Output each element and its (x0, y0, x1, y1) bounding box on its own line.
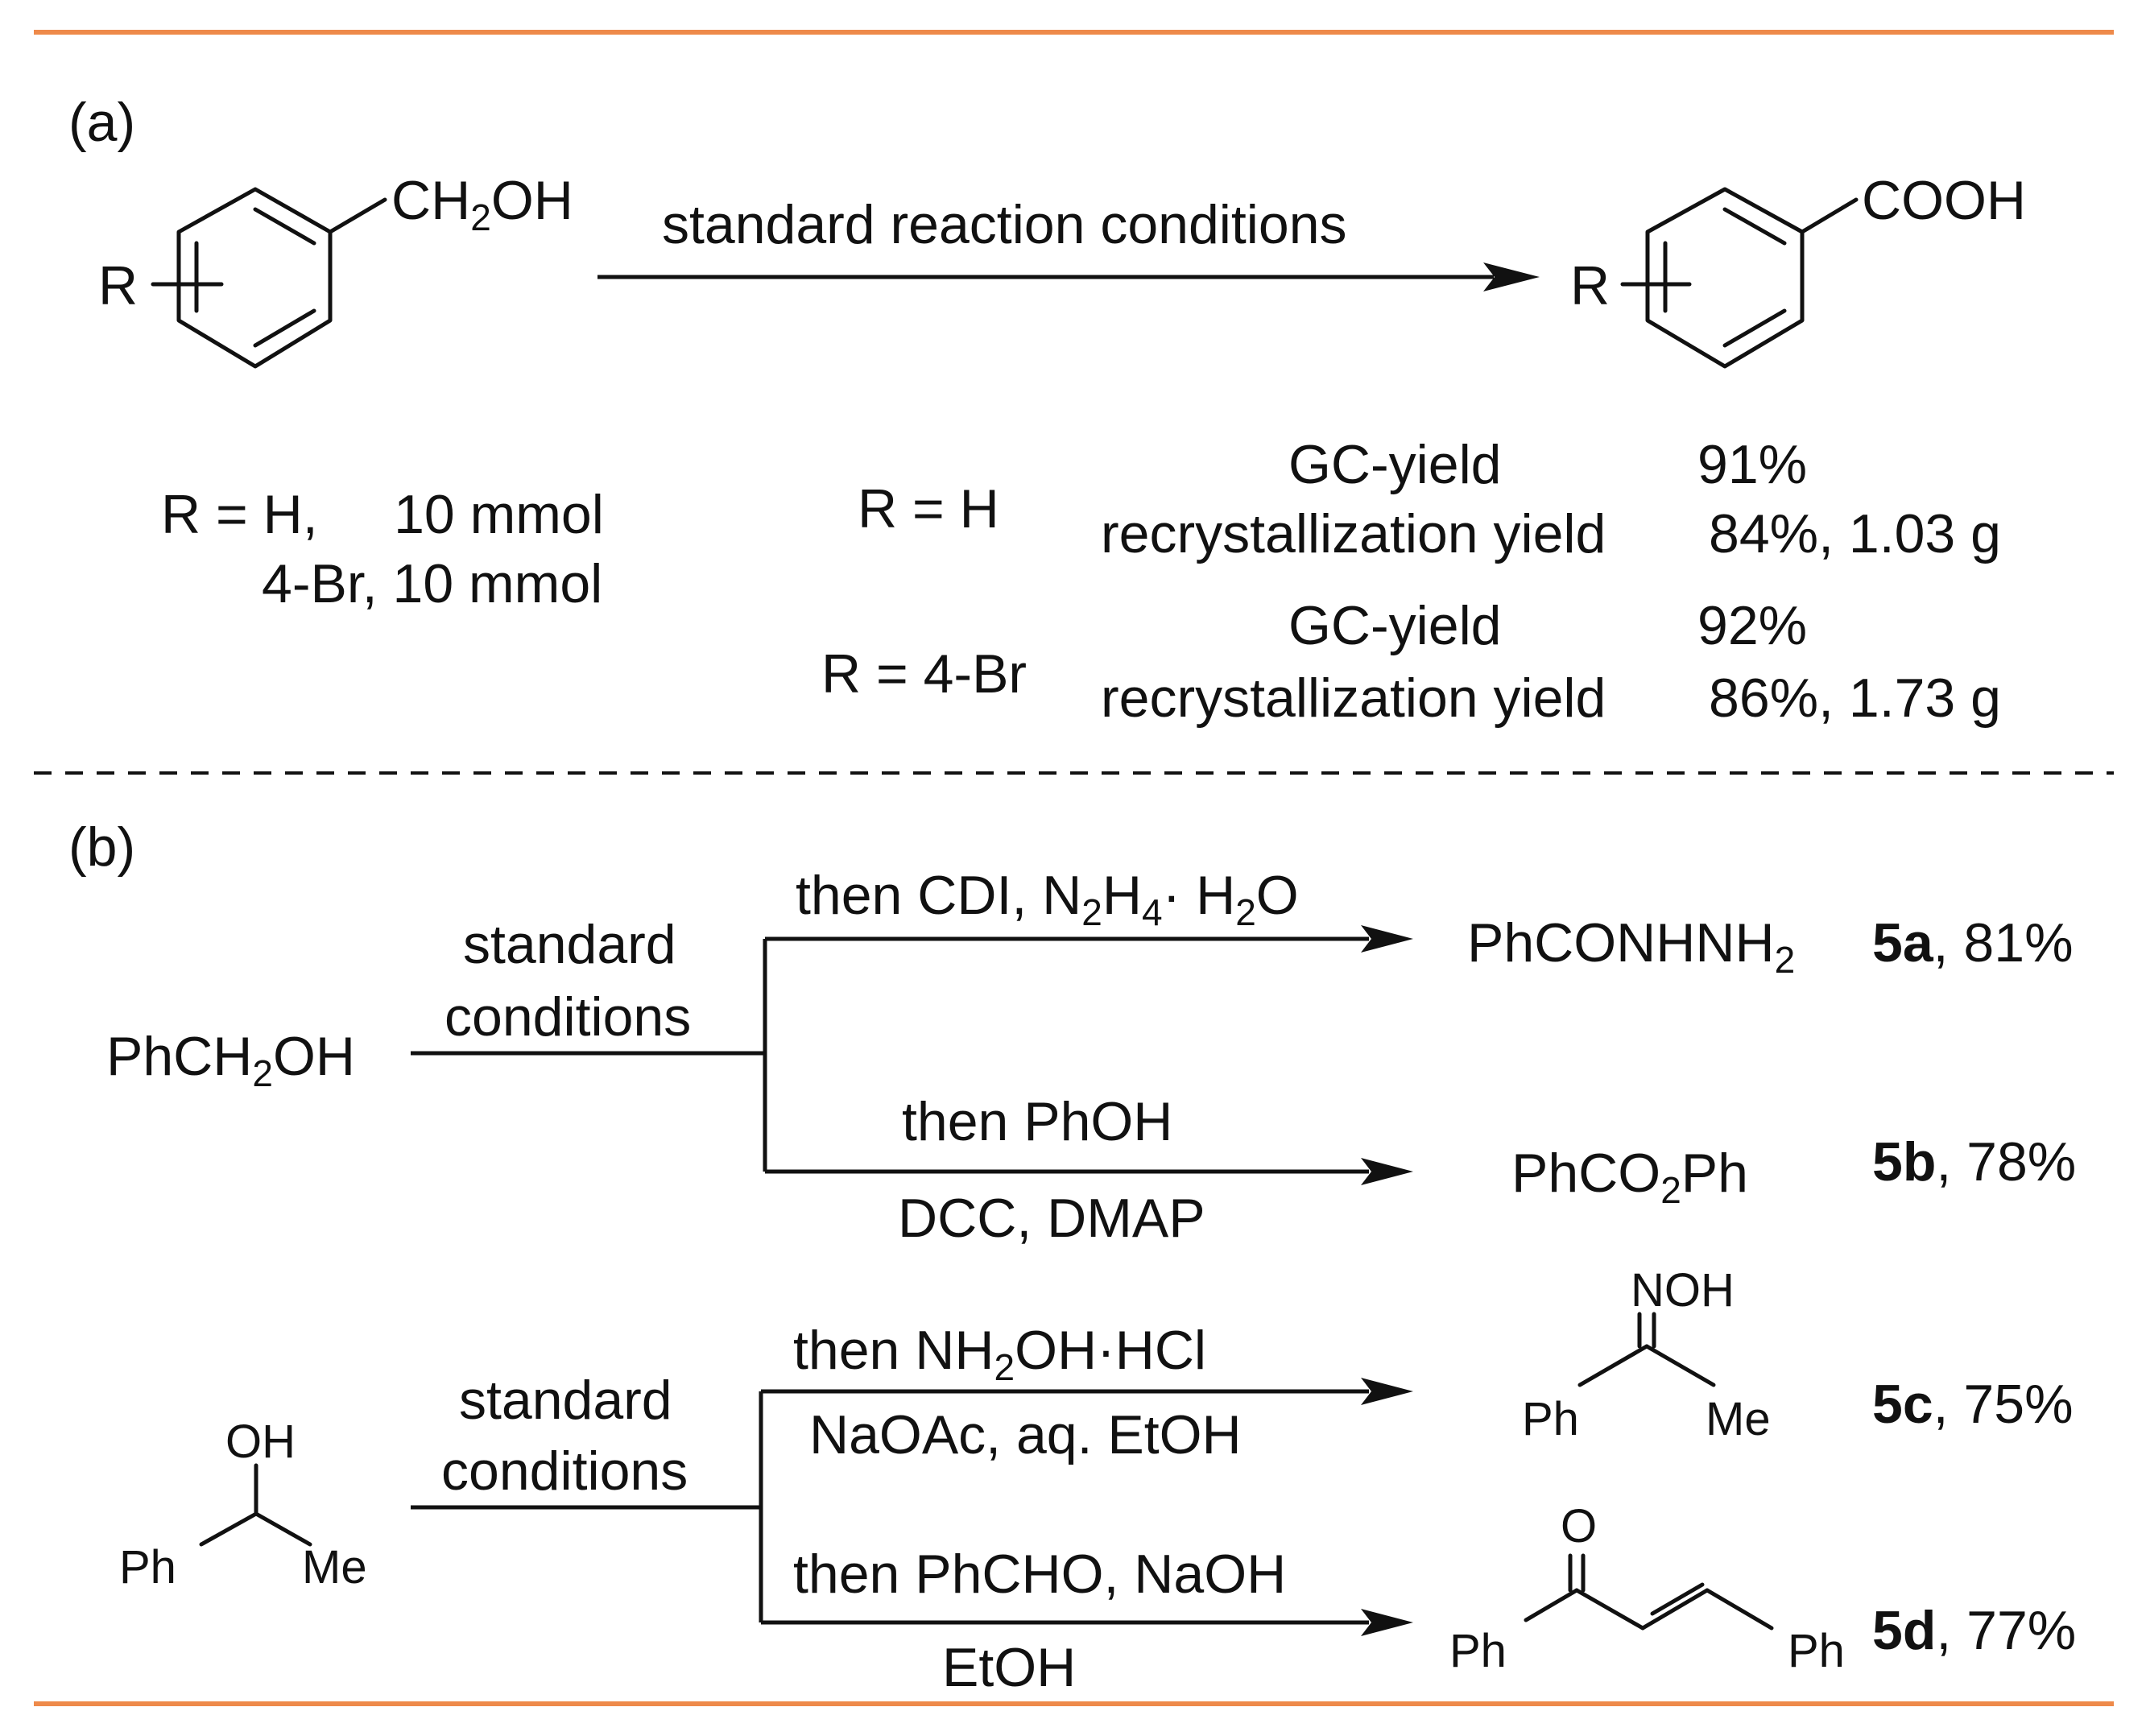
product-5d-ph-right: Ph (1788, 1625, 1845, 1677)
conditions-upper-line1: standard (463, 914, 676, 975)
arrow-head-5a (1361, 925, 1413, 953)
gc-yield-label-1: GC-yield (1288, 434, 1502, 495)
reagents-5d-below: EtOH (942, 1637, 1076, 1698)
conditions-upper-line2: conditions (444, 986, 691, 1048)
reactant-r-label: R (98, 255, 138, 316)
substrate2-oh: OH (225, 1416, 296, 1468)
recryst-value-1: 84%, 1.03 g (1709, 503, 2001, 564)
product-5d-ph-left: Ph (1449, 1625, 1507, 1677)
compound-5c: 5c, 75% (1872, 1374, 2074, 1435)
product-5b: PhCO2Ph (1511, 1143, 1748, 1211)
chalcone-product-structure (1524, 1553, 1774, 1631)
reactant-benzene-ring (151, 187, 387, 369)
product-5a: PhCONHNH2 (1467, 912, 1795, 981)
substrate-1-phenylethanol (199, 1463, 312, 1547)
reagents-5b-below: DCC, DMAP (898, 1188, 1205, 1249)
compound-5b: 5b, 78% (1872, 1131, 2076, 1192)
reagents-5d-above: then PhCHO, NaOH (793, 1544, 1286, 1605)
reagents-5c-below: NaOAc, aq. EtOH (809, 1404, 1242, 1465)
recryst-label-2: recrystallization yield (1101, 668, 1606, 729)
reagents-5a: then CDI, N2H4· H2O (796, 865, 1299, 933)
arrow-head-5d (1361, 1609, 1413, 1636)
arrow-label-standard-reaction-conditions: standard reaction conditions (662, 194, 1347, 255)
substrate-benzyl-alcohol: PhCH2OH (106, 1026, 355, 1094)
substrate2-ph: Ph (119, 1541, 176, 1593)
substrate2-me: Me (302, 1541, 367, 1593)
result-r-h: R = H (858, 478, 999, 539)
conditions-lower-line2: conditions (441, 1440, 688, 1502)
arrow-head-a (1483, 262, 1540, 291)
product-r-label: R (1570, 255, 1610, 316)
arrow-head-5b (1361, 1158, 1413, 1185)
compound-5a: 5a, 81% (1872, 912, 2074, 973)
reagents-5c-above: then NH2OH·HCl (793, 1320, 1206, 1388)
arrow-head-5c (1361, 1378, 1413, 1405)
scale-line-2: 4-Br, 10 mmol (262, 553, 602, 614)
conditions-lower-line1: standard (459, 1370, 672, 1431)
panel-b: (b) PhCH2OH standard conditions then CDI… (68, 816, 2076, 1698)
reagents-5b-above: then PhOH (902, 1091, 1172, 1152)
product-benzene-ring (1620, 187, 1859, 369)
result-r-4br: R = 4-Br (821, 643, 1027, 705)
panel-a-label: (a) (68, 92, 135, 153)
panel-b-label: (b) (68, 816, 135, 878)
product-5c-noh: NOH (1631, 1264, 1735, 1316)
scale-line-1: R = H, 10 mmol (161, 484, 604, 545)
product-5d-o: O (1561, 1500, 1597, 1552)
recryst-value-2: 86%, 1.73 g (1709, 668, 2001, 729)
product-5c-me: Me (1706, 1393, 1771, 1445)
gc-yield-label-2: GC-yield (1288, 595, 1502, 656)
panel-a: (a) R CH2OH standard reaction conditions (68, 92, 2026, 729)
product-5c-ph: Ph (1522, 1393, 1579, 1445)
recryst-label-1: recrystallization yield (1101, 503, 1606, 564)
compound-5d: 5d, 77% (1872, 1600, 2076, 1661)
gc-yield-value-1: 91% (1697, 434, 1807, 495)
oxime-product-structure (1577, 1312, 1716, 1387)
reactant-ch2oh-label: CH2OH (391, 170, 573, 238)
gc-yield-value-2: 92% (1697, 595, 1807, 656)
product-cooh-label: COOH (1862, 170, 2026, 231)
